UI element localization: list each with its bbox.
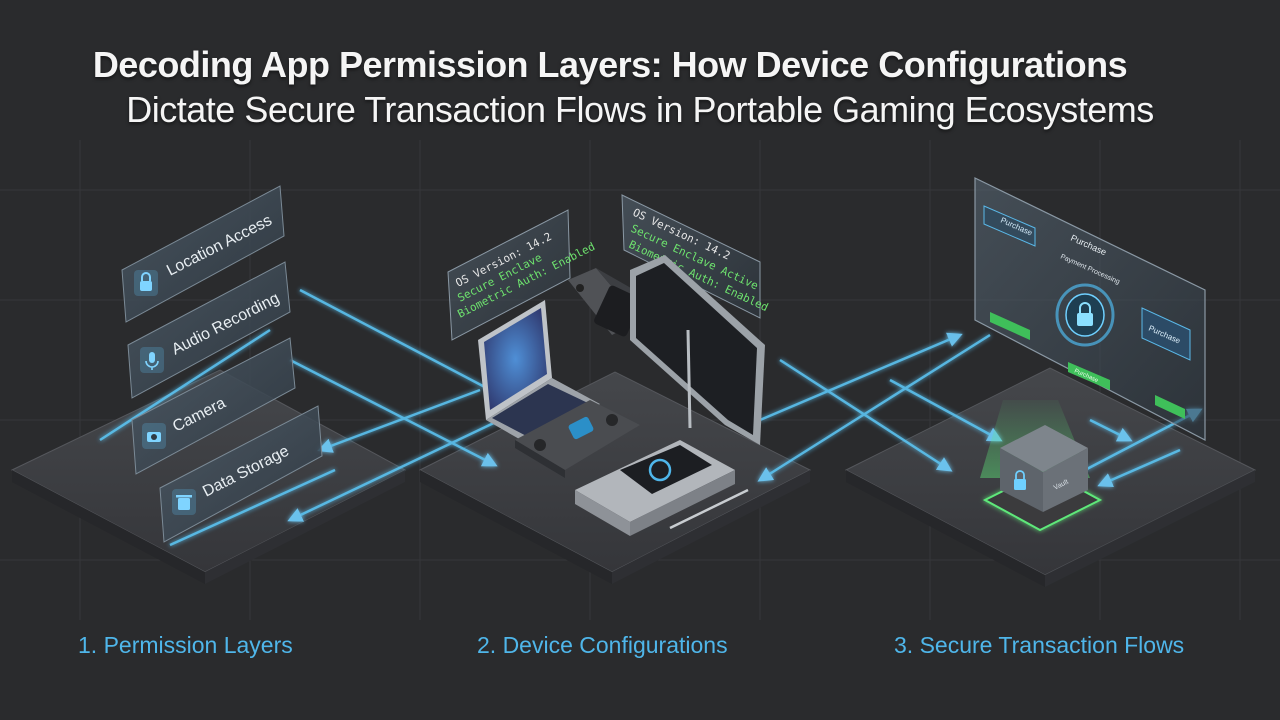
permission-card-camera[interactable]: Camera xyxy=(131,337,296,475)
page-title-line-2: Dictate Secure Transaction Flows in Port… xyxy=(126,89,1154,130)
caption-device-configurations: 2. Device Configurations xyxy=(477,632,728,658)
vault-lock-icon xyxy=(1014,470,1026,490)
purchase-screen[interactable]: Purchase Purchase Payment Processing Pur… xyxy=(974,177,1206,441)
flow-arrows xyxy=(99,288,1203,547)
microphone-icon xyxy=(140,347,164,373)
permission-card-location[interactable]: Location Access xyxy=(121,185,285,323)
caption-permission-layers: 1. Permission Layers xyxy=(78,632,293,658)
payment-lock-icon xyxy=(1055,283,1115,347)
page-title-line-1: Decoding App Permission Layers: How Devi… xyxy=(92,44,1128,85)
foldable-phone-device[interactable] xyxy=(478,300,600,448)
secure-vault: Vault xyxy=(980,400,1103,532)
lock-icon xyxy=(134,270,158,296)
portable-gaming-device[interactable] xyxy=(575,440,749,536)
trash-icon xyxy=(172,489,196,515)
camera-icon xyxy=(142,423,166,449)
green-indicator-left xyxy=(990,312,1030,340)
tablet-device[interactable] xyxy=(630,255,765,445)
controller-device[interactable] xyxy=(515,400,640,478)
caption-secure-transactions: 3. Secure Transaction Flows xyxy=(894,632,1185,658)
green-indicator-right xyxy=(1155,395,1185,419)
side-purchase-button[interactable]: Purchase xyxy=(1141,307,1191,361)
